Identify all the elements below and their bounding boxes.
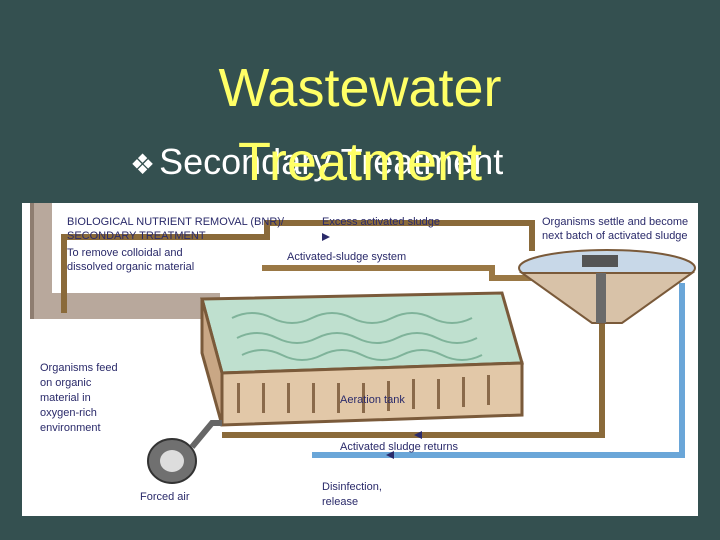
slide-title-line2: Treatment <box>237 132 483 192</box>
excess-sludge-pipe <box>61 220 535 313</box>
disinfection-line1: Disinfection, <box>322 481 382 493</box>
aeration-tank-label: Aeration tank <box>340 394 405 406</box>
purpose-line2: dissolved organic material <box>67 261 194 273</box>
system-pipe <box>262 265 562 281</box>
forced-air-label: Forced air <box>140 491 190 503</box>
disinfection-line2: release <box>322 496 358 508</box>
feed-line1: Organisms feed <box>40 362 118 374</box>
flow-arrows <box>322 233 422 459</box>
settling-clarifier <box>518 249 696 324</box>
slide-title-line1: Wastewater <box>218 58 502 118</box>
release-pipe <box>312 283 685 458</box>
feed-line4: oxygen-rich <box>40 407 97 419</box>
bullet-item: ❖Secondary Treatment <box>130 140 503 187</box>
system-label: Activated-sludge system <box>287 251 406 263</box>
sludge-returns-label: Activated sludge returns <box>340 441 459 453</box>
bullet-text: Secondary Treatment <box>159 141 504 182</box>
feed-line2: on organic <box>40 377 92 389</box>
feed-line3: material in <box>40 392 91 404</box>
heading-line1: BIOLOGICAL NUTRIENT REMOVAL (BNR)/ <box>67 216 285 228</box>
excess-sludge-label: Excess activated sludge <box>322 216 440 228</box>
return-pipe <box>222 318 605 438</box>
aeration-tank <box>200 291 524 427</box>
purpose-line1: To remove colloidal and <box>67 247 183 259</box>
settle-line2: next batch of activated sludge <box>542 230 688 242</box>
heading-line2: SECONDARY TREATMENT <box>67 230 206 242</box>
forced-air-blower <box>147 420 222 484</box>
diagram-illustration: BIOLOGICAL NUTRIENT REMOVAL (BNR)/ SECON… <box>30 203 696 508</box>
settle-line1: Organisms settle and become <box>542 216 688 228</box>
wastewater-diagram: BIOLOGICAL NUTRIENT REMOVAL (BNR)/ SECON… <box>22 203 698 516</box>
bullet-diamond-icon: ❖ <box>130 149 156 180</box>
feed-line5: environment <box>40 422 101 434</box>
